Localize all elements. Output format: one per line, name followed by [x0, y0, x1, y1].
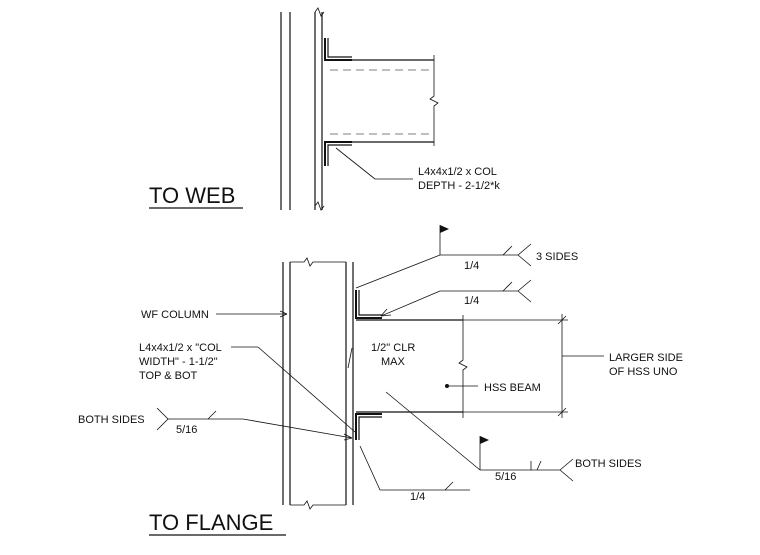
flange-angle-note-3: TOP & BOT	[139, 370, 198, 382]
break-mark	[314, 201, 325, 211]
fillet-weld-symbol-icon	[502, 281, 513, 292]
weld-second-size: 1/4	[464, 295, 479, 307]
weld-arrow-left	[242, 418, 353, 439]
weld-arrow-3-sides	[355, 254, 441, 289]
flange-angle-leader	[257, 346, 356, 433]
web-detail: L4x4x1/2 x COL DEPTH - 2-1/2*k TO WEB	[149, 7, 500, 211]
clr-note-1: 1/2" CLR	[371, 342, 415, 354]
weld-arrow-bottom	[359, 445, 381, 491]
hss-break-mark	[458, 315, 468, 418]
weld-tail-icon	[559, 458, 574, 482]
flange-detail: LARGER SIDE OF HSS UNO 1/2" CLR MAX HSS …	[78, 225, 683, 536]
right-weld-size: 5/16	[495, 471, 516, 483]
left-weld-size: 5/16	[176, 424, 197, 436]
flange-angle-note-1: L4x4x1/2 x "COL	[139, 342, 222, 354]
leader-arrowhead-icon	[279, 310, 288, 318]
flange-bottom-angle	[355, 413, 382, 440]
web-angle-note-1: L4x4x1/2 x COL	[418, 166, 497, 178]
fillet-weld-symbol-icon	[502, 245, 513, 256]
fillet-weld-symbol-icon	[530, 460, 542, 471]
break-mark	[314, 7, 325, 17]
right-weld-sides: BOTH SIDES	[575, 458, 642, 470]
dimension-tick	[557, 315, 567, 325]
clr-note-2: MAX	[381, 356, 406, 368]
weld-tail-icon	[156, 407, 169, 431]
field-weld-flag-icon	[480, 436, 489, 444]
bottom-weld-size: 1/4	[410, 491, 425, 503]
flange-top-angle	[355, 290, 382, 319]
break-mark	[290, 500, 346, 510]
flange-angle-note-2: WIDTH" - 1-1/2"	[139, 356, 218, 368]
dimension-tick	[557, 407, 567, 417]
web-top-angle-inner	[327, 38, 352, 58]
field-weld-flag-icon	[440, 225, 449, 233]
left-weld-sides: BOTH SIDES	[78, 414, 145, 426]
weld-arrow-second	[380, 290, 441, 317]
weld-tail-icon	[517, 243, 532, 267]
title-to-flange: TO FLANGE	[149, 510, 273, 535]
web-top-angle	[324, 38, 352, 61]
web-bottom-angle-inner	[327, 144, 352, 166]
weld-arrowhead-icon	[380, 308, 392, 317]
web-angle-leader	[335, 147, 376, 180]
web-bottom-angle	[324, 141, 352, 166]
beam-break-mark	[429, 55, 439, 146]
web-angle-note-2: DEPTH - 2-1/2*k	[418, 180, 500, 192]
fillet-weld-symbol-icon	[207, 410, 217, 420]
flange-bottom-angle-inner	[358, 416, 382, 440]
weld-tail-icon	[517, 279, 532, 303]
wf-column-label: WF COLUMN	[141, 309, 209, 321]
clr-mark	[347, 347, 353, 369]
title-to-web: TO WEB	[149, 183, 235, 208]
fillet-weld-symbol-icon	[444, 481, 454, 491]
hss-beam-label: HSS BEAM	[484, 382, 541, 394]
larger-side-note-2: OF HSS UNO	[609, 366, 678, 378]
larger-side-note-1: LARGER SIDE	[609, 352, 683, 364]
weld-arrow-right	[385, 391, 481, 471]
weld-top-size: 1/4	[464, 260, 479, 272]
flange-top-angle-inner	[358, 290, 382, 316]
hss-beam-dot	[445, 384, 449, 388]
weld-top-sides: 3 SIDES	[536, 251, 578, 263]
break-mark	[290, 257, 346, 267]
weld-arrowhead-icon	[343, 433, 353, 441]
